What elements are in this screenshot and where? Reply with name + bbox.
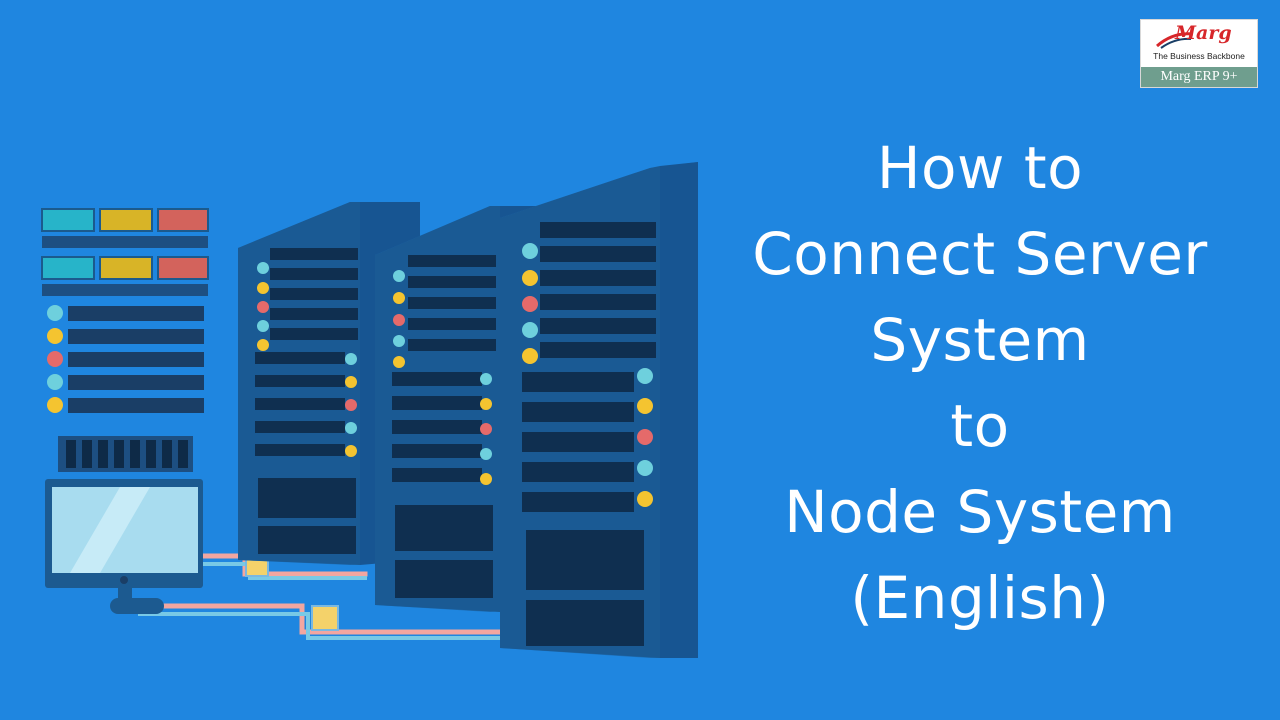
title-line-5: Node System — [784, 478, 1176, 546]
title-line-4: to — [950, 392, 1010, 460]
logo-tagline: The Business Backbone — [1153, 51, 1245, 61]
server-illustration — [41, 162, 698, 658]
logo-mark: Marg The Business Backbone — [1141, 20, 1257, 67]
title-line-1: How to — [876, 134, 1084, 202]
title: How to Connect Server System to Node Sys… — [700, 125, 1260, 641]
title-line-2: Connect Server — [752, 220, 1208, 288]
title-line-3: System — [870, 306, 1090, 374]
swoosh-icon — [1156, 32, 1194, 49]
logo-product: Marg ERP 9+ — [1141, 67, 1257, 87]
status-panel — [41, 208, 209, 472]
title-line-6: (English) — [850, 564, 1110, 632]
marg-logo: Marg The Business Backbone Marg ERP 9+ — [1140, 19, 1258, 88]
logo-brand: Marg — [1175, 22, 1232, 44]
server-rack-icon — [500, 162, 698, 658]
monitor-icon — [45, 479, 203, 614]
network-cable-icon — [137, 553, 543, 640]
